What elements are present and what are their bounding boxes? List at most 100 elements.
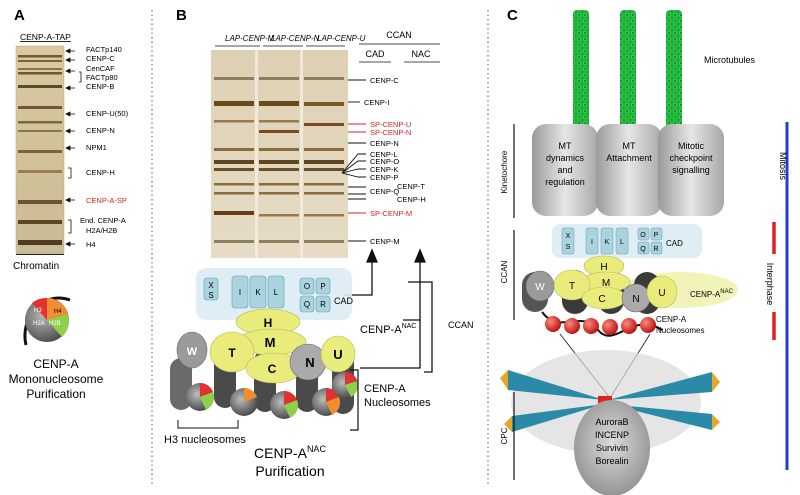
- kt-box1-line1: MT: [559, 141, 572, 151]
- lane-label-cenp-n: LAP-CENP-N: [271, 34, 320, 43]
- b-cad-s: S: [208, 291, 213, 300]
- c-chromosome: [500, 350, 720, 495]
- band-label-cenp-c: CENP-C: [86, 54, 115, 63]
- b-cad-x: X: [208, 281, 214, 290]
- band-label-h4: H4: [86, 240, 96, 249]
- b-nac-m: M: [265, 335, 276, 350]
- panel-b-band-leaders: [341, 79, 366, 242]
- c-nac-m: M: [602, 278, 610, 289]
- kt-box2-line2: Attachment: [606, 153, 652, 163]
- panel-a-caption-line1: CENP-A: [33, 357, 78, 371]
- panel-a-mononucleosome: H3 H4 H2A H2B: [23, 296, 71, 346]
- panel-b-band-labels: CENP-C CENP-I SP-CENP-U SP-CENP-N CENP-N…: [364, 76, 426, 246]
- panel-a-brackets: [68, 71, 82, 234]
- b-caption-line2: Purification: [255, 463, 324, 479]
- b-band-sp-cenp-u: SP-CENP-U: [370, 120, 411, 129]
- label-kinetochore: Kinetochore: [500, 150, 509, 193]
- panel-a-bands: [18, 55, 62, 245]
- b-band-sp-cenp-n: SP-CENP-N: [370, 128, 411, 137]
- label-cpc: CPC: [500, 427, 509, 444]
- band-label-npm1: NPM1: [86, 143, 107, 152]
- kinetochore-boxes: MT dynamics and regulation MT Attachment…: [532, 124, 724, 216]
- b-nuc-label-line1: CENP-A: [364, 383, 406, 395]
- band-label-end-cenp-a: End. CENP-A: [80, 216, 126, 225]
- kt-box1-line3: and: [557, 165, 572, 175]
- b-nac-h: H: [264, 316, 273, 330]
- panel-b-letter: B: [176, 7, 187, 24]
- c-nac-label-main: CENP-A: [690, 290, 721, 299]
- kt-box2-line1: MT: [623, 141, 636, 151]
- b-band-cenp-i: CENP-I: [364, 98, 389, 107]
- panel-a-caption-line3: Purification: [26, 387, 85, 401]
- band-label-cenp-b: CENP-B: [86, 82, 114, 91]
- panel-b-side-ccan: CCAN: [448, 320, 474, 330]
- c-cad-k: K: [605, 239, 610, 246]
- b-band-sp-cenp-m: SP-CENP-M: [370, 209, 412, 218]
- lane-label-cenp-u: LAP-CENP-U: [317, 34, 366, 43]
- b-nac-t: T: [228, 346, 236, 360]
- b-cad-p: P: [320, 282, 325, 291]
- b-nac-label: CENP-ANAC: [360, 323, 416, 336]
- label-ccan: CCAN: [500, 260, 509, 283]
- b-cad-o: O: [304, 282, 310, 291]
- panel-a-caption-line2: Mononucleosome: [9, 372, 104, 386]
- c-cad-l: L: [620, 239, 624, 246]
- kt-box3-line2: checkpoint: [669, 153, 713, 163]
- panel-b-lane-headers: LAP-CENP-M LAP-CENP-N LAP-CENP-U: [215, 34, 366, 47]
- ccan-header: CCAN: [386, 30, 412, 40]
- cpc-proteins: AuroraB INCENP Survivin Borealin: [595, 417, 629, 466]
- b-nac-c: C: [268, 362, 277, 376]
- b-h3-bracket: [177, 420, 239, 429]
- nucleosome-h3: H3: [34, 308, 42, 314]
- c-nac-label-sup: NAC: [720, 289, 733, 295]
- b-caption-main: CENP-A: [254, 445, 308, 461]
- b-caption-line1: CENP-ANAC: [254, 444, 326, 461]
- b-cad-r: R: [320, 300, 326, 309]
- panel-a-letter: A: [14, 7, 25, 24]
- panel-b-cad-block: X S I K L O P Q R CAD: [196, 268, 354, 320]
- panel-c: C Microtubules MT dynamics and regulatio…: [500, 7, 789, 495]
- b-band-cenp-p: CENP-P: [370, 173, 398, 182]
- b-band-cenp-o: CENP-O: [370, 157, 399, 166]
- band-label-cenp-a-sp: CENP-A-SP: [86, 196, 127, 205]
- c-cad-r: R: [653, 246, 658, 253]
- c-nac-label: CENP-ANAC: [690, 289, 734, 299]
- c-nuc-line1: CENP-A: [656, 315, 687, 324]
- cpc-aurorab: AuroraB: [595, 417, 628, 427]
- b-band-cenp-t: CENP-T: [397, 182, 425, 191]
- b-band-cenp-l: CENP-L: [370, 150, 398, 159]
- panel-b-nac-arrow: [360, 248, 433, 373]
- c-cad-block: X S I K L O P Q R CAD: [552, 224, 702, 258]
- b-nac-w: W: [187, 346, 198, 358]
- c-nac-cluster: H M W T C N U CENP-ANAC: [522, 255, 738, 314]
- b-nac-label-sup: NAC: [402, 323, 417, 330]
- panel-c-letter: C: [507, 7, 518, 24]
- c-nac-n: N: [632, 294, 639, 305]
- b-caption-sup: NAC: [307, 444, 327, 454]
- panel-a-title: CENP-A-TAP: [20, 32, 71, 42]
- panel-b-nac-cluster: H M W T C N U: [170, 308, 431, 431]
- c-nuc-line2: Nucleosomes: [656, 326, 704, 335]
- b-nac-label-main: CENP-A: [360, 324, 402, 336]
- cpc-survivin: Survivin: [596, 443, 628, 453]
- b-band-cenp-k: CENP-K: [370, 165, 398, 174]
- kt-box3-line1: Mitotic: [678, 141, 705, 151]
- c-nac-u: U: [658, 288, 665, 299]
- c-cad-p: P: [654, 232, 659, 239]
- cad-header: CAD: [365, 49, 385, 59]
- band-label-factp80: FACTp80: [86, 73, 118, 82]
- panel-a: A CENP-A-TAP Chromatin: [9, 7, 129, 401]
- band-label-cenp-u50: CENP-U(50): [86, 109, 129, 118]
- c-nac-w: W: [535, 282, 545, 293]
- panel-b-gel-bands: [214, 77, 344, 243]
- cpc-borealin: Borealin: [595, 456, 628, 466]
- microtubules: [573, 10, 682, 136]
- b-nac-u: U: [333, 347, 342, 362]
- b-cad-q: Q: [304, 300, 310, 309]
- nucleosome-h4: H4: [54, 309, 62, 315]
- cpc-incenp: INCENP: [595, 430, 629, 440]
- c-cad-label: CAD: [666, 239, 683, 248]
- panel-a-band-labels: FACTp140 CENP-C CenCAF FACTp80 CENP-B CE…: [80, 45, 129, 249]
- microtubules-label: Microtubules: [704, 55, 756, 65]
